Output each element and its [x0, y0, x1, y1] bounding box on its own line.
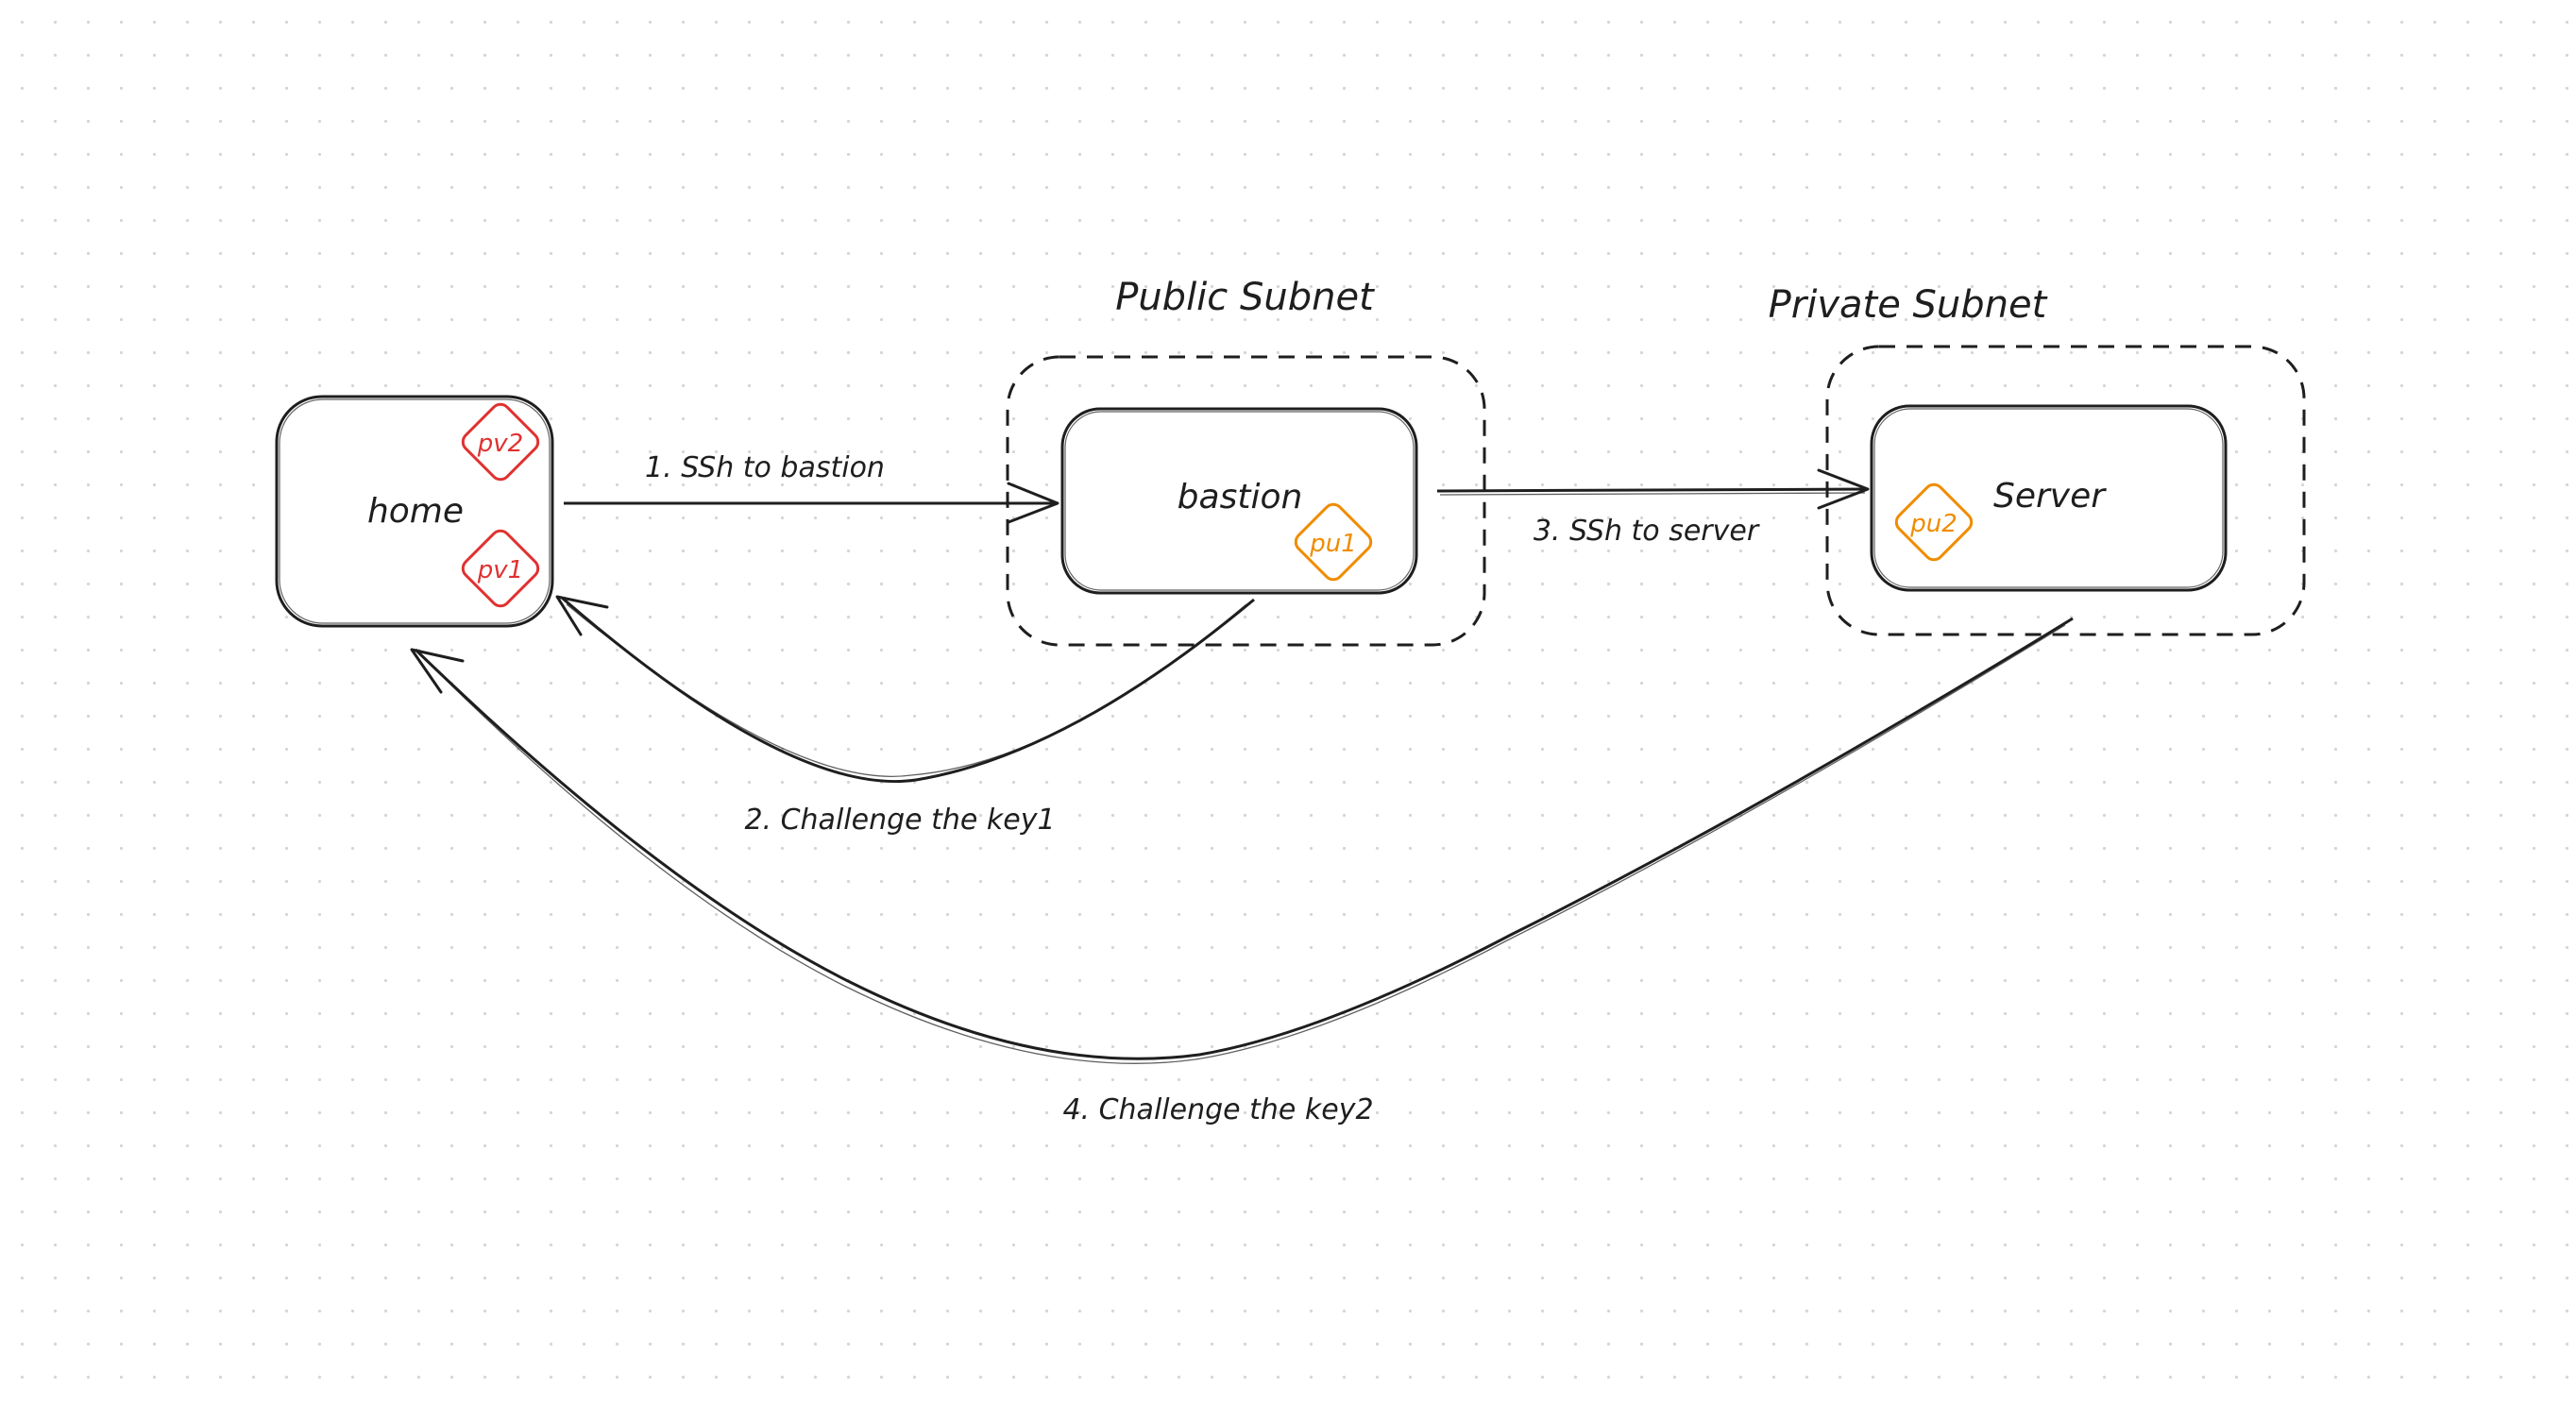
key-pu2-label: pu2	[1909, 510, 1957, 538]
edge-challenge-key1-arrowhead	[555, 595, 609, 636]
edge-challenge-key1-line-sketch	[566, 603, 1247, 777]
public-subnet-label: Public Subnet	[1115, 276, 1375, 319]
edge-ssh-to-bastion-label: 1. SSh to bastion	[645, 451, 885, 484]
bastion-node[interactable]: bastion	[1060, 407, 1418, 595]
key-pv2-diamond: pv2	[461, 402, 540, 482]
server-node[interactable]: Server	[1870, 404, 2228, 592]
key-pv2-shape	[461, 402, 540, 482]
bastion-box-sketch-stroke	[1064, 411, 1415, 591]
edge-ssh-to-server-line	[1436, 487, 1869, 493]
edge-challenge-key2-line-sketch	[421, 624, 2066, 1064]
server-label: Server	[1993, 477, 2107, 516]
edge-challenge-key1-label: 2. Challenge the key1	[744, 804, 1055, 837]
key-pu1-diamond: pu1	[1294, 502, 1373, 582]
edge-ssh-to-server-label: 3. SSh to server	[1534, 515, 1760, 548]
edge-challenge-key1-line	[561, 596, 1255, 784]
edge-challenge-key2: 4. Challenge the key2	[410, 617, 2074, 1126]
edge-challenge-key2-line	[414, 617, 2074, 1060]
bastion-label: bastion	[1178, 478, 1303, 516]
key-pu1-shape	[1294, 502, 1373, 582]
edge-ssh-to-server-line-sketch	[1439, 492, 1866, 496]
key-pv1-diamond: pv1	[461, 529, 540, 608]
key-pu2-diamond: pu2	[1894, 482, 1974, 562]
server-box-sketch-stroke	[1873, 408, 2224, 588]
edge-challenge-key1: 2. Challenge the key1	[555, 595, 1255, 837]
key-pu2-shape	[1894, 482, 1974, 562]
private-subnet-label: Private Subnet	[1769, 283, 2048, 327]
edge-ssh-to-bastion-arrowhead	[1007, 482, 1059, 524]
edge-ssh-to-server-arrowhead	[1817, 468, 1870, 510]
key-pu1-label: pu1	[1309, 530, 1357, 558]
edge-challenge-key2-label: 4. Challenge the key2	[1062, 1093, 1373, 1126]
key-pv1-label: pv1	[477, 556, 523, 584]
home-box-sketch-stroke	[279, 398, 551, 624]
key-pv2-label: pv2	[477, 430, 523, 458]
home-label: home	[367, 492, 464, 531]
public-subnet-group: Public Subnet	[1006, 276, 1486, 647]
key-pv1-shape	[461, 529, 540, 608]
edge-challenge-key2-arrowhead	[410, 648, 465, 694]
edge-ssh-to-bastion: 1. SSh to bastion	[564, 451, 1059, 524]
server-box[interactable]	[1870, 404, 2228, 592]
edge-ssh-to-server: 3. SSh to server	[1436, 468, 1870, 548]
public-subnet-boundary	[1006, 355, 1486, 647]
